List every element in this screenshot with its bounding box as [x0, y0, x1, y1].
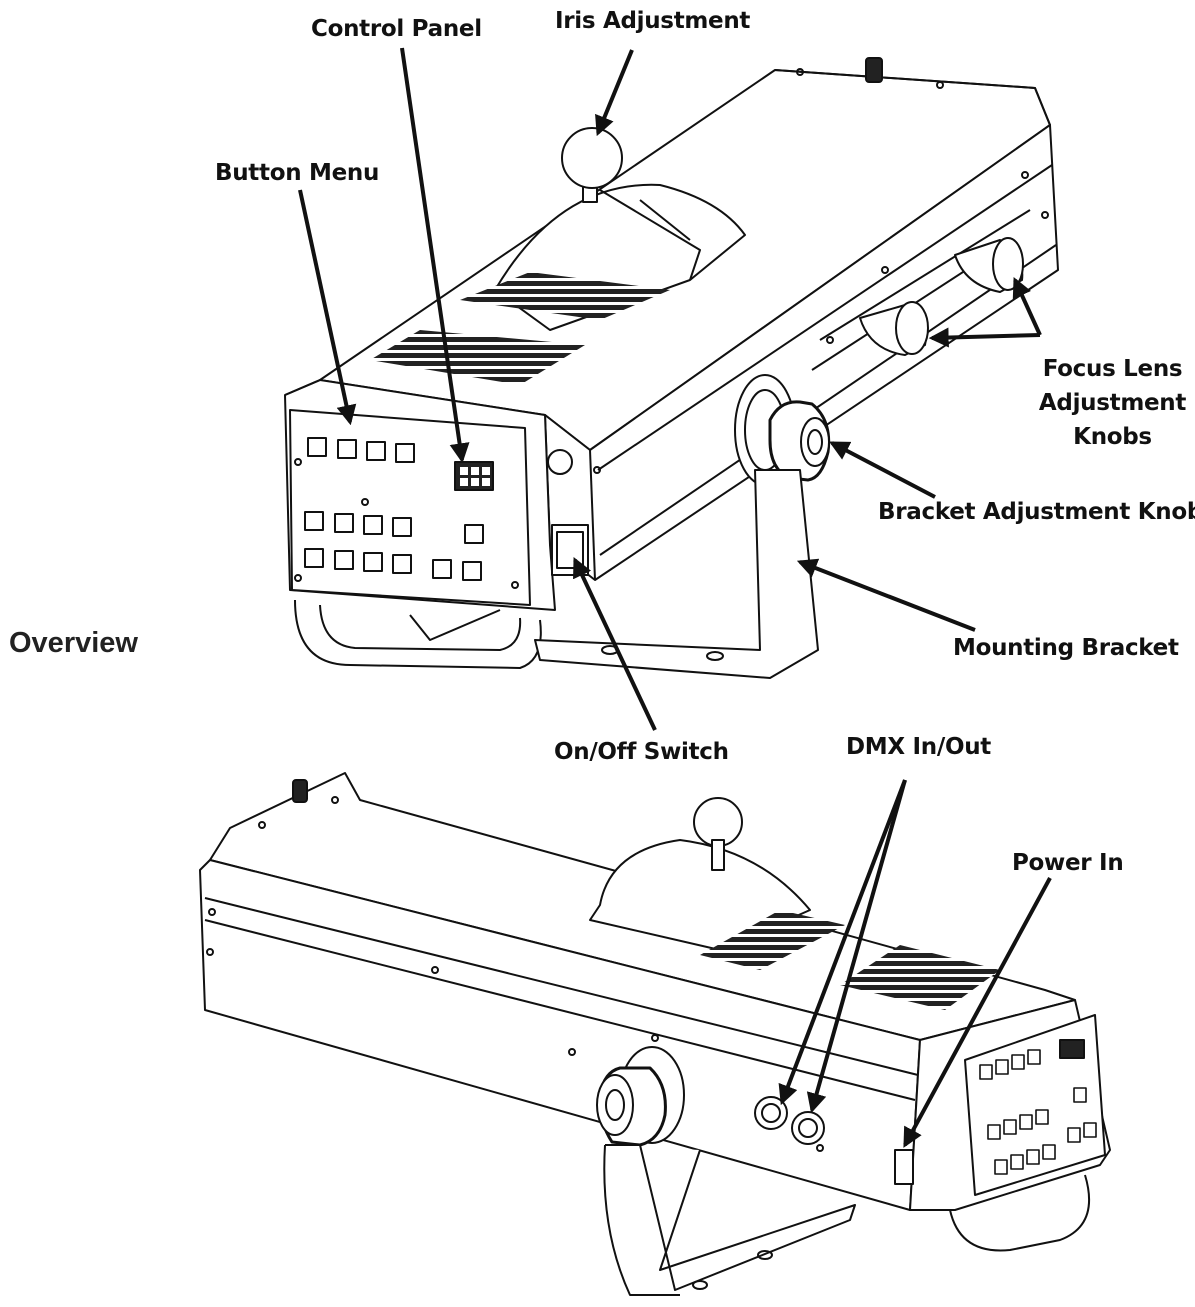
label-focus-lens-adjustment-knobs: Focus Lens Adjustment Knobs — [1030, 352, 1195, 454]
callout-arrows — [298, 47, 1052, 1148]
top-bracket-knob — [768, 400, 831, 482]
arrow-mounting-bracket — [796, 558, 976, 632]
arrow-control-panel — [400, 47, 470, 464]
arrow-dmx-out — [806, 779, 907, 1114]
bottom-vent-left — [700, 910, 845, 970]
label-on-off-switch: On/Off Switch — [554, 739, 729, 765]
top-mounting-bracket — [534, 469, 819, 679]
arrow-focus-lower — [928, 327, 1041, 348]
label-iris-adjustment: Iris Adjustment — [555, 8, 751, 34]
label-mounting-bracket: Mounting Bracket — [953, 635, 1179, 661]
arrow-on-off — [573, 556, 657, 731]
arrow-focus-upper — [1012, 276, 1042, 336]
section-title-overview: Overview — [9, 627, 138, 659]
top-handle — [294, 599, 542, 669]
label-focus-lens-line2: Adjustment — [1038, 390, 1187, 416]
arrow-iris — [595, 49, 634, 137]
iris-knob-ball — [561, 127, 623, 189]
label-focus-lens-line3: Knobs — [1073, 424, 1152, 450]
label-button-menu: Button Menu — [215, 160, 380, 186]
top-buttons — [304, 437, 484, 581]
bottom-bracket-knob — [596, 1066, 667, 1147]
bottom-iris-ball — [693, 797, 743, 847]
top-vent-upper — [460, 272, 670, 320]
bottom-power-inlet — [894, 1149, 914, 1185]
bottom-handle — [949, 1174, 1091, 1252]
bottom-fixture — [199, 772, 1111, 1296]
arrow-button-menu — [298, 189, 357, 426]
bottom-vent-right — [840, 945, 1000, 1010]
top-fixture — [284, 57, 1059, 679]
label-bracket-adjustment-knob: Bracket Adjustment Knob — [878, 499, 1195, 525]
bottom-iris-dome — [589, 839, 811, 951]
label-focus-lens-line1: Focus Lens — [1042, 356, 1183, 382]
arrow-bracket-knob — [829, 441, 936, 499]
bottom-display — [1059, 1039, 1085, 1059]
bottom-buttons — [979, 1049, 1097, 1175]
arrow-power-in — [903, 877, 1052, 1148]
focus-knob-lower — [859, 301, 929, 356]
arrow-dmx-in — [778, 779, 907, 1106]
bottom-mounting-bracket — [605, 1144, 856, 1291]
label-power-in: Power In — [1012, 850, 1124, 876]
focus-knob-upper — [954, 237, 1024, 293]
label-control-panel: Control Panel — [311, 16, 482, 42]
top-vent-lower — [370, 330, 585, 385]
label-dmx-in-out: DMX In/Out — [846, 734, 991, 760]
